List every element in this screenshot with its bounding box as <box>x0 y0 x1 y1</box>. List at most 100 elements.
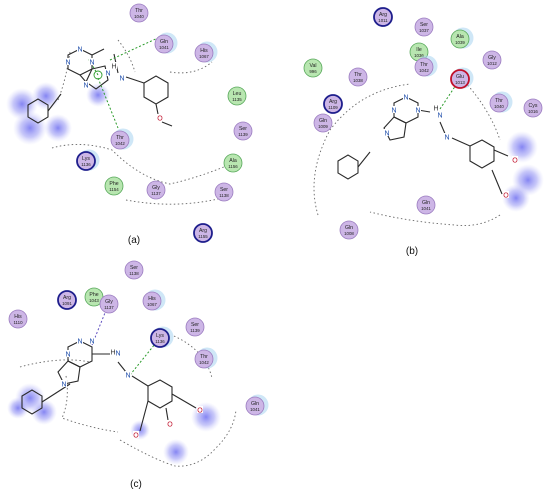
residue-number: 1137 <box>104 305 114 310</box>
residue-disc <box>489 93 509 113</box>
residue-number: 1040 <box>494 104 504 109</box>
residue-number: 1067 <box>199 54 209 59</box>
atom-o: O <box>503 193 509 200</box>
residue-number: 1139 <box>238 132 248 137</box>
residue-number: 1135 <box>232 97 242 102</box>
atom-n: N <box>444 135 449 142</box>
atom-bg <box>503 191 509 198</box>
residue-name: Gly <box>105 299 113 305</box>
atom-bg <box>433 104 439 111</box>
residue-name: Arg <box>379 12 387 18</box>
residue-disc <box>142 291 162 311</box>
residue-disc <box>373 7 393 27</box>
atom-bg <box>83 81 89 88</box>
residue-name: Glu <box>456 74 464 80</box>
atom-n: N <box>89 339 94 346</box>
atom-n: N <box>391 108 396 115</box>
residue-name: Ser <box>191 322 199 328</box>
panel-label: (a) <box>128 235 140 246</box>
residue-name: Leu <box>233 91 242 97</box>
residue-disc <box>227 86 247 106</box>
residue-disc <box>110 130 130 150</box>
residue-name: Phe <box>89 292 98 298</box>
atom-bg <box>157 114 163 121</box>
residue-number: 1036 <box>414 53 424 58</box>
residue-number: 1067 <box>147 302 157 307</box>
residue-name: His <box>200 48 208 54</box>
atom-bg <box>403 93 409 100</box>
residue-name: Gln <box>160 39 168 45</box>
residue-name: Lys <box>156 333 164 339</box>
residue-number: 1043 <box>89 298 99 303</box>
atom-h: H <box>111 64 116 71</box>
residue-disc <box>416 195 436 215</box>
residue-disc <box>233 121 253 141</box>
residue-disc <box>185 317 205 337</box>
residue-disc <box>150 328 170 348</box>
residue-name: Arg <box>329 99 337 105</box>
residue-number: 1013 <box>455 80 465 85</box>
residue-number: 1012 <box>487 61 497 66</box>
atom-bg <box>115 349 121 356</box>
panel-a <box>6 36 241 205</box>
atom-o: O <box>197 408 203 415</box>
atom-o: O <box>512 158 518 165</box>
residue-number: 1136 <box>81 162 91 167</box>
residue-name: Ala <box>456 34 464 40</box>
residue-number: 1156 <box>228 164 238 169</box>
atom-bg <box>61 380 67 387</box>
residue-number: 1041 <box>421 206 431 211</box>
exposure-blobs <box>7 383 221 465</box>
atom-bg <box>65 58 71 65</box>
residue-name: Thr <box>495 98 503 104</box>
residue-name: Arg <box>63 295 71 301</box>
residue-name: Thr <box>420 62 428 68</box>
residue-name: Thr <box>354 72 362 78</box>
residue-number: 1138 <box>129 271 139 276</box>
exposure-blobs <box>502 131 544 212</box>
residue-disc <box>450 69 470 89</box>
residue-name: Thr <box>116 135 124 141</box>
panel-label: (b) <box>406 246 418 257</box>
residue-name: Lys <box>82 156 90 162</box>
exposure-blobs <box>6 82 110 145</box>
residue-disc <box>193 223 213 243</box>
atom-bg <box>384 129 390 136</box>
atom-h: H <box>433 106 438 113</box>
residue-name: Arg <box>199 228 207 234</box>
atom-bg <box>133 431 139 438</box>
residue-number: 1039 <box>455 40 465 45</box>
residue-disc <box>104 176 124 196</box>
atom-bg <box>437 111 443 118</box>
atom-n: N <box>83 83 88 90</box>
residue-disc <box>303 58 323 78</box>
residue-number: 1136 <box>155 339 165 344</box>
atom-n: N <box>77 339 82 346</box>
atom-o: O <box>157 116 163 123</box>
residue-number: 1154 <box>109 187 119 192</box>
residue-name: Ser <box>239 126 247 132</box>
atom-n: N <box>77 47 82 54</box>
residue-disc <box>154 34 174 54</box>
atom-bg <box>197 406 203 413</box>
residue-disc <box>214 182 234 202</box>
residue-disc <box>99 294 119 314</box>
residue-disc <box>523 98 543 118</box>
atom-n: N <box>61 382 66 389</box>
atom-n: N <box>105 71 110 78</box>
